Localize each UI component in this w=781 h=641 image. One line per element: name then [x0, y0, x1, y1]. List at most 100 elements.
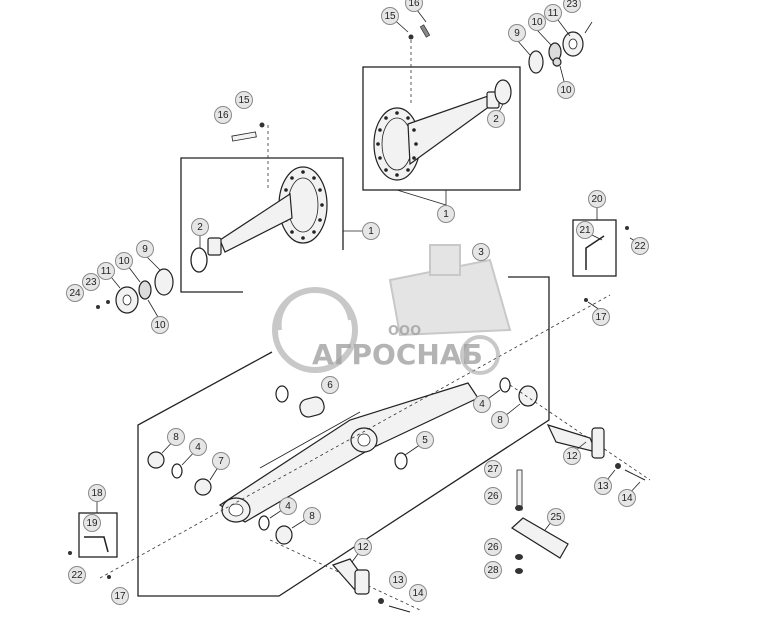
- callout-12: 12: [354, 538, 372, 556]
- callout-16: 16: [405, 0, 423, 12]
- callout-11: 11: [97, 262, 115, 280]
- callout-21: 21: [576, 221, 594, 239]
- callout-label: 13: [392, 575, 404, 586]
- callout-circle: [484, 561, 502, 579]
- callout-label: 16: [408, 0, 420, 9]
- pin-25: [511, 469, 569, 574]
- left-seal-ring: [190, 247, 208, 273]
- callout-label: 10: [560, 85, 572, 96]
- callout-circle: [88, 484, 106, 502]
- callout-13: 13: [389, 571, 407, 589]
- callout-circle: [473, 395, 491, 413]
- callout-label: 10: [531, 17, 543, 28]
- callout-22: 22: [68, 566, 86, 584]
- callout-24: 24: [66, 284, 84, 302]
- callout-circle: [563, 447, 581, 465]
- callout-circle: [437, 205, 455, 223]
- callout-17: 17: [592, 308, 610, 326]
- callout-7: 7: [212, 452, 230, 470]
- callout-label: 26: [487, 542, 499, 553]
- callout-circle: [487, 110, 505, 128]
- callout-circle: [618, 489, 636, 507]
- callout-15: 15: [381, 7, 399, 25]
- callout-circle: [214, 106, 232, 124]
- callout-3: 3: [472, 243, 490, 261]
- callout-label: 8: [173, 432, 179, 443]
- callout-circle: [83, 514, 101, 532]
- callout-label: 10: [154, 320, 166, 331]
- callout-4: 4: [279, 497, 297, 515]
- callout-2: 2: [487, 110, 505, 128]
- callout-label: 4: [195, 442, 201, 453]
- fitting-20-frame: [572, 219, 617, 277]
- callout-4: 4: [189, 438, 207, 456]
- callout-label: 8: [497, 415, 503, 426]
- callout-26: 26: [484, 487, 502, 505]
- callout-label: 14: [621, 493, 633, 504]
- callout-label: 24: [69, 288, 81, 299]
- callout-2: 2: [191, 218, 209, 236]
- callout-label: 9: [514, 28, 520, 39]
- callout-circle: [472, 243, 490, 261]
- callout-circle: [576, 221, 594, 239]
- callout-label: 8: [309, 511, 315, 522]
- callout-13: 13: [594, 477, 612, 495]
- callout-27: 27: [484, 460, 502, 478]
- callout-circle: [416, 431, 434, 449]
- callout-14: 14: [409, 584, 427, 602]
- callout-label: 3: [478, 247, 484, 258]
- callout-circle: [279, 497, 297, 515]
- callout-5: 5: [416, 431, 434, 449]
- right-seal-ring: [494, 79, 512, 105]
- bearing-8-left: [147, 451, 165, 469]
- callout-8: 8: [491, 411, 509, 429]
- callout-label: 10: [118, 256, 130, 267]
- callout-label: 21: [579, 225, 591, 236]
- callout-label: 4: [285, 501, 291, 512]
- callout-circle: [303, 507, 321, 525]
- callout-circle: [212, 452, 230, 470]
- right-seal-9: [528, 50, 544, 74]
- callout-circle: [66, 284, 84, 302]
- callout-label: 12: [566, 451, 578, 462]
- callout-25: 25: [547, 508, 565, 526]
- callout-12: 12: [563, 447, 581, 465]
- callout-9: 9: [508, 24, 526, 42]
- callout-circle: [563, 0, 581, 13]
- callout-label: 15: [384, 11, 396, 22]
- callout-circle: [484, 460, 502, 478]
- callout-6: 6: [321, 376, 339, 394]
- callout-label: 28: [487, 565, 499, 576]
- callout-11: 11: [544, 4, 562, 22]
- callout-label: 2: [493, 114, 499, 125]
- callout-label: 9: [142, 244, 148, 255]
- callout-circle: [484, 487, 502, 505]
- callout-circle: [191, 218, 209, 236]
- callout-circle: [189, 438, 207, 456]
- callout-circle: [68, 566, 86, 584]
- callout-label: 5: [422, 435, 428, 446]
- seal-5: [394, 452, 408, 470]
- callout-circle: [111, 587, 129, 605]
- callout-circle: [97, 262, 115, 280]
- callout-label: 15: [238, 95, 250, 106]
- callout-circle: [136, 240, 154, 258]
- left-spindle-group: [96, 122, 344, 314]
- callout-label: 23: [85, 277, 97, 288]
- bushing-6: [299, 396, 325, 418]
- right-spindle-frame: [362, 66, 521, 191]
- callout-label: 12: [357, 542, 369, 553]
- callout-18: 18: [88, 484, 106, 502]
- callout-label: 22: [71, 570, 83, 581]
- callout-label: 14: [412, 588, 424, 599]
- callout-23: 23: [563, 0, 581, 13]
- callout-10: 10: [115, 252, 133, 270]
- callout-circle: [354, 538, 372, 556]
- callout-10: 10: [557, 81, 575, 99]
- callout-label: 23: [566, 0, 578, 10]
- callout-label: 11: [101, 266, 112, 277]
- callout-1: 1: [362, 222, 380, 240]
- callout-circle: [547, 508, 565, 526]
- callout-circle: [389, 571, 407, 589]
